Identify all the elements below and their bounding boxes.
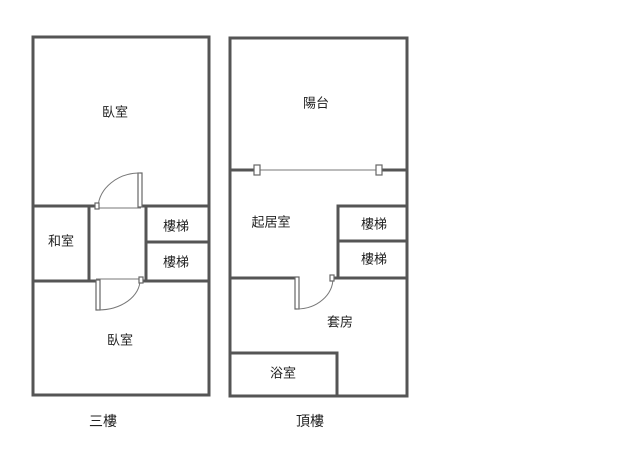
room-label-suite: 套房 — [327, 315, 353, 331]
room-label-stairs: 樓梯 — [163, 220, 189, 235]
roof-caption: 頂樓 — [296, 414, 324, 430]
room-label-bath: 浴室 — [270, 366, 296, 382]
sliding-door-post — [253, 164, 261, 176]
floor3-plan: 臥室 和室 樓梯 樓梯 臥室 — [31, 35, 211, 397]
room-label-stairs: 樓梯 — [361, 218, 387, 233]
room-label-stairs: 樓梯 — [163, 256, 189, 271]
room-label-bedroom-top: 臥室 — [102, 105, 128, 121]
room-label-balcony: 陽台 — [303, 97, 329, 112]
roof-outer-wall — [228, 36, 409, 398]
floor3-door-lower — [95, 276, 144, 311]
floor3-outer-wall — [31, 35, 211, 397]
floor3-caption: 三樓 — [89, 414, 117, 430]
sliding-door-post — [375, 164, 383, 176]
room-label-washitsu: 和室 — [48, 234, 74, 250]
floor3-door-upper — [94, 172, 143, 210]
roof-suite-door — [294, 274, 335, 310]
roof-plan: 陽台 起居室 樓梯 樓梯 套房 浴室 — [228, 36, 409, 398]
room-label-stairs: 樓梯 — [361, 253, 387, 268]
room-label-living: 起居室 — [251, 215, 290, 231]
room-label-bedroom-bottom: 臥室 — [107, 333, 133, 349]
